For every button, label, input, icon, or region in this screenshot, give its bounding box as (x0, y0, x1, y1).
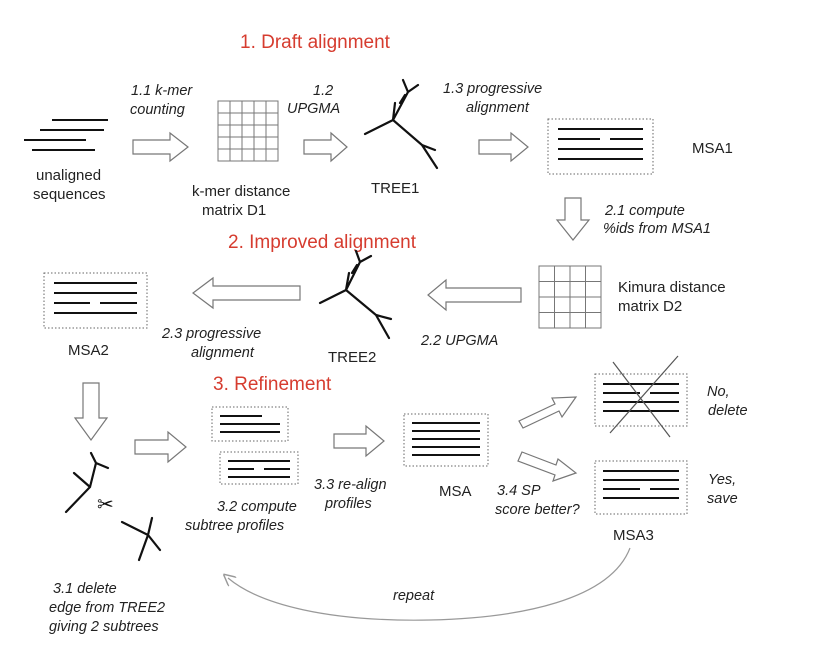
kmer-matrix-label-1: k-mer distance (192, 183, 290, 200)
no-label-a: No, (707, 384, 730, 400)
step-3-1-label-c: giving 2 subtrees (49, 619, 159, 635)
arrow-to-save-icon (517, 451, 578, 482)
step-1-3-label-b: alignment (466, 100, 530, 116)
step-1-1-label-a: 1.1 k-mer (131, 83, 193, 99)
kmer-matrix-label-2: matrix D1 (202, 202, 266, 219)
subtree-profile-1-icon (211, 406, 289, 442)
step-3-3-label-b: profiles (324, 496, 372, 512)
step-1-2-label-b: UPGMA (287, 101, 340, 117)
yes-label-a: Yes, (708, 472, 736, 488)
kimura-label-1: Kimura distance (618, 279, 726, 296)
arrow-compute-ids-icon (555, 197, 591, 241)
unaligned-sequences-icon (24, 119, 108, 151)
step-1-2-label-a: 1.2 (313, 83, 333, 99)
msa1-box-icon (547, 118, 654, 175)
subtree-profile-2-icon (219, 451, 299, 485)
msa2-label: MSA2 (68, 342, 109, 359)
split-tree-icon (64, 451, 162, 562)
step-3-3-label-a: 3.3 re-align (314, 477, 387, 493)
step-2-3-label-b: alignment (191, 345, 255, 361)
step-2-1-label-b: %ids from MSA1 (603, 221, 711, 237)
repeat-label: repeat (393, 588, 435, 604)
msa2-box-icon (43, 272, 148, 329)
deleted-msa-box-icon (594, 355, 688, 438)
arrow-down-msa2-icon (73, 382, 109, 442)
step-3-1-label-a: 3.1 delete (53, 581, 117, 597)
step-1-3-label-a: 1.3 progressive (443, 81, 542, 97)
tree2-icon (318, 249, 393, 340)
arrow-compute-profiles-icon (134, 430, 187, 464)
unaligned-label-2: sequences (33, 186, 106, 203)
step-3-4-label-b: score better? (495, 502, 581, 518)
arrow-progressive-1-icon (478, 131, 529, 163)
step-3-1-label-b: edge from TREE2 (49, 600, 165, 616)
arrow-upgma-1-icon (303, 131, 348, 163)
tree1-icon (363, 78, 439, 170)
arrow-progressive-2-icon (192, 276, 301, 310)
stage-title-refinement: 3. Refinement (213, 374, 332, 395)
step-1-1-label-b: counting (130, 102, 185, 118)
step-2-2-label: 2.2 UPGMA (420, 333, 498, 349)
msa-box-icon (403, 413, 489, 467)
arrow-to-delete-icon (518, 396, 578, 429)
scissors-icon: ✂ (97, 492, 114, 516)
repeat-arrow-icon (228, 547, 631, 621)
unaligned-label-1: unaligned (36, 167, 101, 184)
arrow-kmer-icon (132, 131, 189, 163)
kmer-matrix-grid-icon (217, 100, 279, 162)
stage-title-draft: 1. Draft alignment (240, 32, 391, 53)
kimura-matrix-grid-icon (538, 265, 602, 329)
arrow-realign-icon (333, 424, 385, 458)
arrow-upgma-2-icon (427, 278, 522, 312)
msa3-label: MSA3 (613, 527, 654, 544)
tree1-label: TREE1 (371, 180, 419, 197)
step-2-1-label-a: 2.1 compute (604, 203, 685, 219)
step-3-2-label-b: subtree profiles (185, 518, 284, 534)
stage-title-improved: 2. Improved alignment (228, 232, 417, 253)
msa-label: MSA (439, 483, 472, 500)
tree2-label: TREE2 (328, 349, 376, 366)
msa1-label: MSA1 (692, 140, 733, 157)
msa3-box-icon (594, 460, 688, 515)
step-2-3-label-a: 2.3 progressive (161, 326, 261, 342)
no-label-b: delete (708, 403, 748, 419)
yes-label-b: save (707, 491, 738, 507)
step-3-4-label-a: 3.4 SP (497, 483, 541, 499)
step-3-2-label-a: 3.2 compute (217, 499, 297, 515)
kimura-label-2: matrix D2 (618, 298, 682, 315)
